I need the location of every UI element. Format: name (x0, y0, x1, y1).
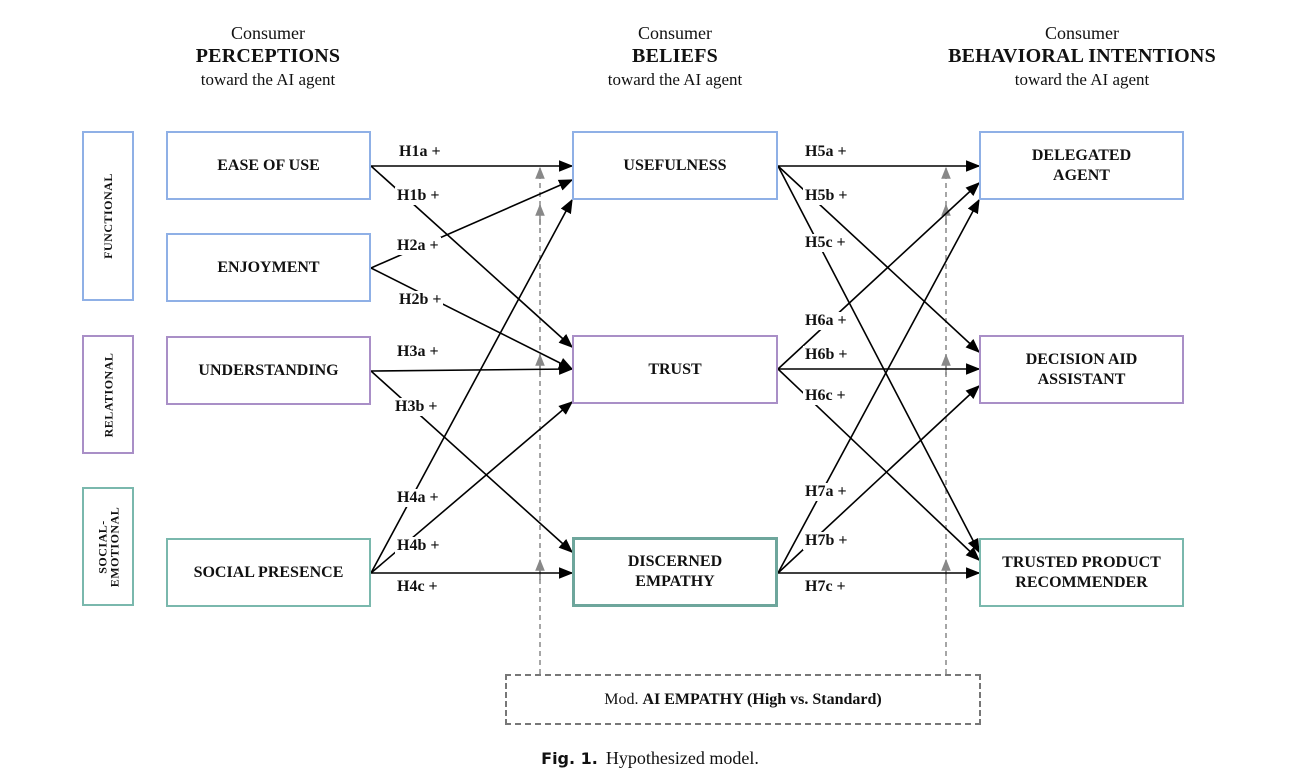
header-perceptions-line3: toward the AI agent (200, 70, 336, 89)
label-h7b: H7b + (803, 532, 850, 550)
header-perceptions-title: PERCEPTIONS (195, 45, 341, 67)
header-beliefs: Consumer BELIEFS toward the AI agent (565, 22, 785, 91)
group-relational: RELATIONAL (82, 335, 134, 454)
label-h6c: H6c + (803, 387, 848, 405)
node-usefulness: USEFULNESS (572, 131, 778, 200)
node-understanding: UNDERSTANDING (166, 336, 371, 405)
path-h5c (777, 165, 980, 554)
group-social-emotional: SOCIAL- EMOTIONAL (82, 487, 134, 606)
node-social-presence: SOCIAL PRESENCE (166, 538, 371, 607)
label-h2a: H2a + (395, 237, 441, 255)
caption-text: Hypothesized model. (605, 748, 759, 768)
path-h7a (777, 198, 980, 574)
moderator-name: AI EMPATHY (High vs. Standard) (642, 690, 882, 708)
label-h4a: H4a + (395, 489, 441, 507)
figure-caption: Fig. 1. Hypothesized model. (0, 748, 1300, 769)
label-h2b: H2b + (397, 291, 444, 309)
label-h5c: H5c + (803, 234, 848, 252)
path-h2b (370, 267, 574, 370)
label-h3b: H3b + (393, 398, 440, 416)
header-perceptions: Consumer PERCEPTIONS toward the AI agent (158, 22, 378, 91)
label-h6b: H6b + (803, 346, 850, 364)
header-beliefs-title: BELIEFS (632, 45, 718, 67)
header-beliefs-line1: Consumer (638, 23, 712, 43)
header-intentions-title: BEHAVIORAL INTENTIONS (948, 45, 1216, 67)
label-h5a: H5a + (803, 143, 849, 161)
label-h3a: H3a + (395, 343, 441, 361)
path-h3a (370, 363, 574, 375)
group-relational-label: RELATIONAL (101, 352, 116, 437)
moderator-box: Mod. AI EMPATHY (High vs. Standard) (505, 674, 981, 725)
header-intentions-line3: toward the AI agent (1014, 70, 1150, 89)
moderator-prefix: Mod. (604, 690, 639, 708)
node-enjoyment: ENJOYMENT (166, 233, 371, 302)
header-intentions-line1: Consumer (1045, 23, 1119, 43)
path-h4a (370, 198, 573, 574)
node-discerned-empathy: DISCERNED EMPATHY (572, 537, 778, 607)
node-ease-of-use: EASE OF USE (166, 131, 371, 200)
node-decision-aid-assistant: DECISION AID ASSISTANT (979, 335, 1184, 404)
label-h7a: H7a + (803, 483, 849, 501)
label-h7c: H7c + (803, 578, 848, 596)
group-functional: FUNCTIONAL (82, 131, 134, 301)
header-perceptions-line1: Consumer (231, 23, 305, 43)
caption-label: Fig. 1. (541, 749, 598, 768)
label-h1b: H1b + (395, 187, 442, 205)
node-trust: TRUST (572, 335, 778, 404)
node-trusted-product-recommender: TRUSTED PRODUCT RECOMMENDER (979, 538, 1184, 607)
header-beliefs-line3: toward the AI agent (607, 70, 743, 89)
group-functional-label: FUNCTIONAL (101, 173, 116, 259)
node-delegated-agent: DELEGATED AGENT (979, 131, 1184, 200)
label-h4b: H4b + (395, 537, 442, 555)
label-h4c: H4c + (395, 578, 440, 596)
label-h5b: H5b + (803, 187, 850, 205)
label-h1a: H1a + (397, 143, 443, 161)
path-h6a (777, 182, 981, 370)
moderation-lines (535, 166, 951, 674)
group-social-emotional-label: SOCIAL- EMOTIONAL (95, 506, 122, 587)
label-h6a: H6a + (803, 312, 849, 330)
header-intentions: Consumer BEHAVIORAL INTENTIONS toward th… (932, 22, 1232, 91)
